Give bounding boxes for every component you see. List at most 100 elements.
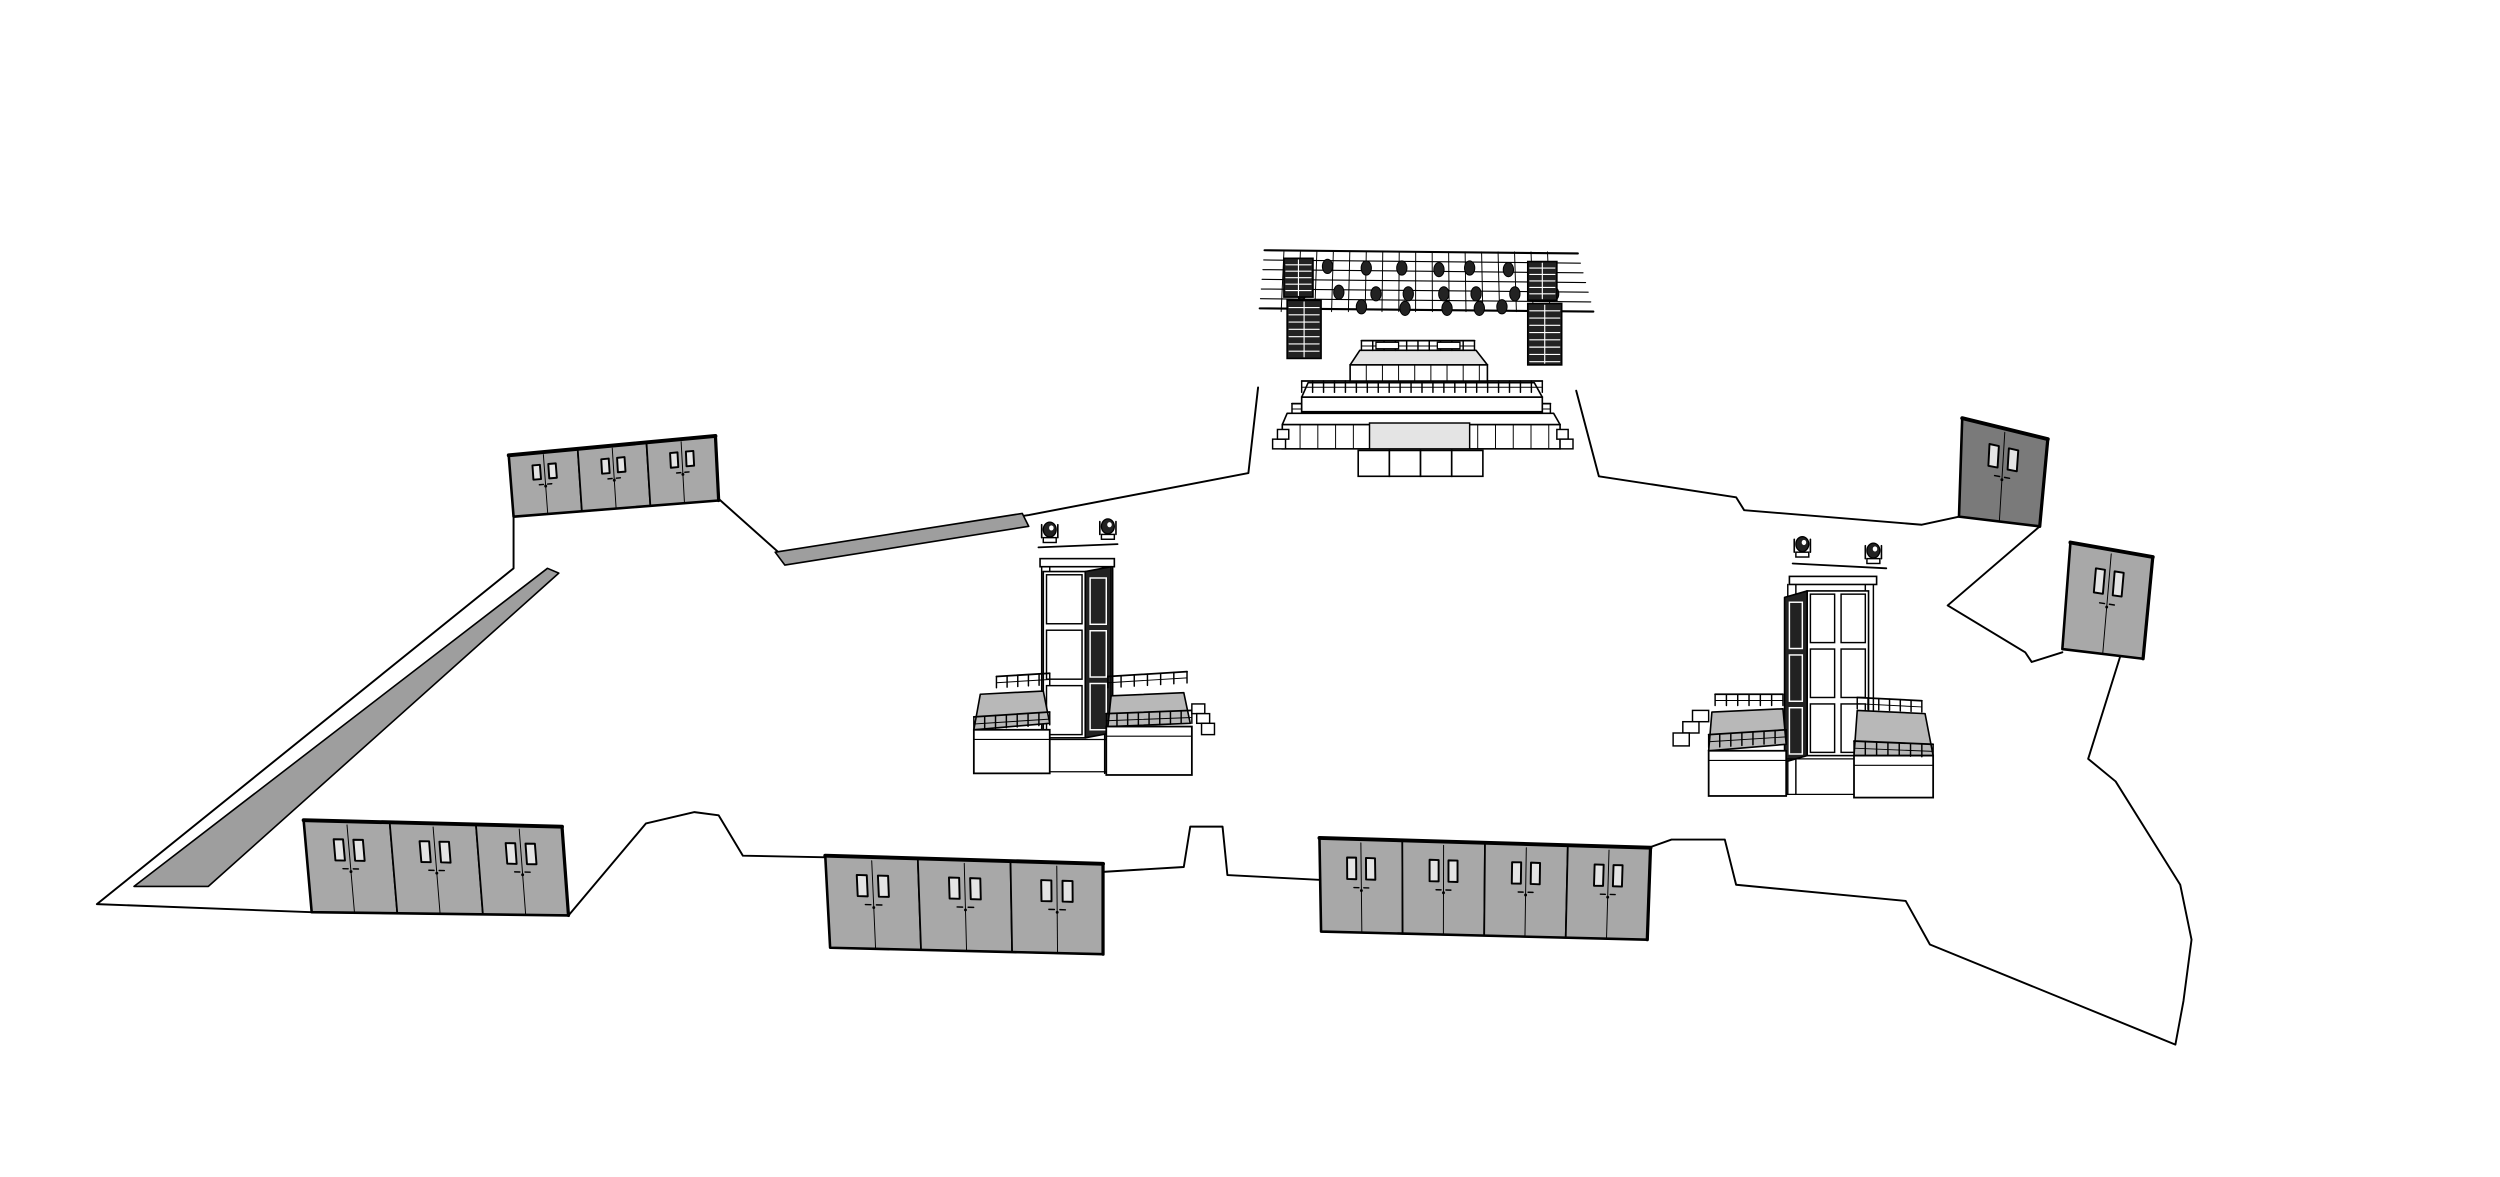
led-panel-left xyxy=(1283,257,1314,298)
door-split-line xyxy=(518,828,527,916)
platform-front xyxy=(1707,749,1788,797)
door-window xyxy=(684,449,696,468)
door-header xyxy=(1960,416,2050,442)
door-jamb xyxy=(2141,555,2155,661)
front-railing xyxy=(1853,740,1935,758)
platform-box xyxy=(1707,707,1788,797)
led-panel-right xyxy=(1526,260,1558,302)
door-jamb xyxy=(560,825,571,918)
door-handle xyxy=(2003,476,2011,480)
door-split-line xyxy=(963,862,968,952)
door-group-south-east xyxy=(1317,836,1653,942)
door-split-line xyxy=(1524,847,1527,938)
door-panel xyxy=(1009,860,1104,956)
door-panel xyxy=(1401,839,1486,937)
floor-strips xyxy=(133,512,1030,888)
door-lock xyxy=(681,472,685,476)
stage-light-fixture xyxy=(1370,286,1382,302)
front-step-box xyxy=(1357,449,1391,478)
door-split-line xyxy=(1606,849,1610,940)
door-header xyxy=(506,433,718,458)
door-lock xyxy=(349,870,353,874)
stair-step xyxy=(1559,438,1574,450)
stage-light-fixture xyxy=(1396,260,1408,276)
door-panel xyxy=(475,823,570,917)
speaker-array-left xyxy=(1286,299,1322,360)
door-panel xyxy=(302,819,399,915)
door-handle xyxy=(2108,603,2116,606)
speaker-array-right xyxy=(1526,302,1563,366)
light-base xyxy=(1042,536,1057,544)
back-railing xyxy=(1714,693,1784,707)
door-jamb xyxy=(1645,846,1653,942)
truss-window xyxy=(1089,630,1107,678)
truss-window xyxy=(1089,682,1107,731)
center-entry-ramp xyxy=(1368,422,1471,450)
back-railing xyxy=(1106,670,1188,689)
stair-step xyxy=(1200,722,1216,736)
floor-strip-north xyxy=(774,512,1030,566)
railing-top-bar xyxy=(1853,740,1935,746)
door-east-lower xyxy=(2061,540,2155,661)
control-tower-right xyxy=(1672,536,1935,799)
door-handle xyxy=(1993,474,2001,478)
door-panel xyxy=(824,854,922,951)
stair-step xyxy=(1672,732,1691,747)
lighting-bar xyxy=(1037,543,1119,549)
light-lens xyxy=(1801,539,1807,546)
door-window xyxy=(1987,443,2000,469)
door-window xyxy=(1346,856,1358,881)
lighting-bar xyxy=(1791,562,1888,570)
moving-head-light xyxy=(1040,521,1059,544)
floor-edge-south-center xyxy=(1102,825,1323,881)
door-split-line xyxy=(1056,865,1059,954)
stair-step xyxy=(1691,709,1710,723)
door-lock xyxy=(521,873,525,877)
door-lock xyxy=(1524,893,1528,897)
door-panel xyxy=(507,447,583,518)
door-lock xyxy=(1606,895,1610,899)
floor-outline xyxy=(95,386,2193,1046)
door-window xyxy=(1447,859,1459,883)
door-group-southwest xyxy=(301,818,571,918)
door-lock xyxy=(964,908,967,912)
stage-light-fixture xyxy=(1502,262,1515,278)
truss-top-bar xyxy=(1039,557,1116,568)
light-lens xyxy=(1872,546,1878,552)
door-window xyxy=(1364,856,1377,881)
door-window xyxy=(855,873,869,898)
door-window xyxy=(1593,863,1605,887)
door-header xyxy=(1317,836,1653,850)
door-lock xyxy=(612,478,616,482)
stage-light-fixture xyxy=(1433,262,1445,278)
stage-light-fixture xyxy=(1360,260,1372,276)
door-window xyxy=(2111,570,2125,598)
doors xyxy=(301,416,2155,956)
railing-top-bar xyxy=(972,711,1051,718)
door-lock xyxy=(2105,605,2109,609)
door-window xyxy=(2006,447,2020,473)
light-lens xyxy=(1107,522,1112,528)
truss-front-face xyxy=(1042,570,1087,739)
door-lock xyxy=(1359,889,1363,893)
truss-side-face xyxy=(1783,590,1808,763)
stage-light-fixture xyxy=(1355,299,1368,315)
light-base xyxy=(1795,551,1810,558)
stage-light-fixture xyxy=(1399,300,1411,316)
door-panel xyxy=(388,821,484,916)
railing-mid-bar xyxy=(1708,736,1787,743)
front-step-box xyxy=(1388,449,1422,478)
door-lock xyxy=(2000,478,2004,482)
door-window xyxy=(600,457,611,475)
door-panel xyxy=(2061,541,2154,660)
door-window xyxy=(504,842,518,865)
upper-riser-top xyxy=(1349,349,1489,366)
stair-step xyxy=(1682,720,1700,734)
truss-window xyxy=(1788,706,1804,755)
door-header xyxy=(301,818,564,829)
platform-box xyxy=(1853,709,1935,799)
truss-window xyxy=(1045,574,1083,625)
moving-head-light xyxy=(1793,536,1812,558)
door-window xyxy=(1428,858,1440,883)
